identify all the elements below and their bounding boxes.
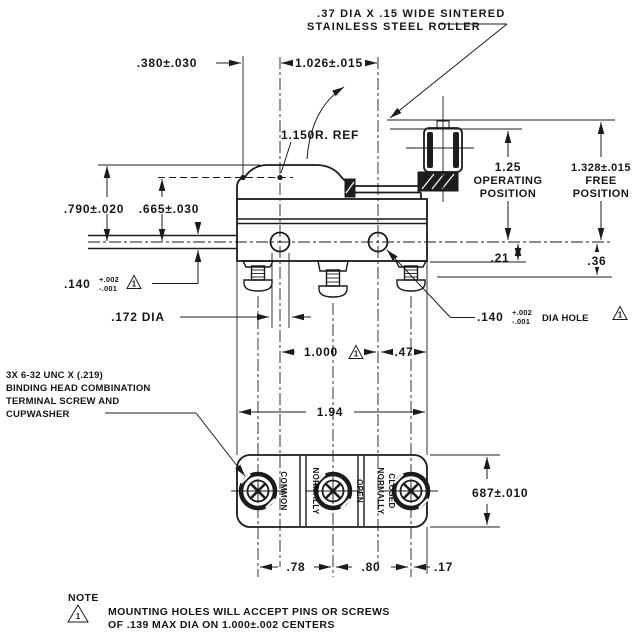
dim-pivot-span: 1.026±.015: [295, 56, 363, 70]
dim-pin-dia: .140: [64, 277, 91, 291]
terminal-label-common: COMMON: [279, 471, 288, 510]
roller: [406, 96, 474, 202]
roller-callout-line1: .37 DIA X .15 WIDE SINTERED: [317, 8, 505, 20]
dim-term-span-2: .80: [361, 560, 380, 574]
dim-offset-21: .21: [490, 251, 509, 265]
dim-operating-line1: OPERATING: [473, 175, 542, 187]
terminal-common: [231, 471, 285, 511]
dim-height-outer: .790±.020: [64, 202, 125, 216]
dim-hole-dia: .140: [477, 310, 504, 324]
terminal-label-normally: NORMALLY: [311, 468, 320, 515]
dim-hole-tol-minus: -.001: [512, 317, 530, 326]
roller-callout-line2: STAINLESS STEEL ROLLER: [307, 21, 481, 33]
screw-callout-line3: TERMINAL SCREW AND: [6, 396, 119, 407]
dim-edge-47: .47: [394, 345, 413, 359]
pin-note-flag: 1: [132, 280, 137, 289]
dim-pin-tol-plus: +.002: [99, 275, 119, 284]
dim-width-total: 1.94: [317, 405, 344, 419]
mounting-hole-left: [269, 231, 291, 253]
extension-and-center-lines: [88, 56, 615, 577]
dim-boss-dia: .172 DIA: [111, 310, 165, 324]
lever-cover-profile: [236, 164, 357, 199]
dim-free-line2: POSITION: [573, 188, 630, 200]
terminal-label-normally2: NORMALLY: [376, 468, 385, 515]
span-note-flag: 1: [354, 350, 359, 359]
note-line1: MOUNTING HOLES WILL ACCEPT PINS OR SCREW…: [108, 606, 390, 618]
dim-block-height: 687±.010: [472, 486, 528, 500]
dim-hole-tol-plus: +.002: [512, 308, 532, 317]
terminal-label-open: OPEN: [355, 479, 364, 503]
dim-free-line1: FREE: [585, 175, 616, 187]
screw-callout-line1: 3X 6-32 UNC X (.219): [6, 370, 103, 381]
span-note-flag-triangle: [348, 344, 364, 359]
dim-operating-line2: POSITION: [480, 188, 537, 200]
note-flag-triangle: [67, 604, 89, 623]
pin-note-flag-triangle: [126, 274, 142, 289]
switch-body-side-view: [236, 96, 474, 262]
dimension-lines: [103, 23, 614, 571]
mounting-hole-right: [367, 231, 389, 253]
dim-hole-suffix: DIA HOLE: [542, 313, 589, 324]
note-flag: 1: [76, 612, 81, 621]
terminal-normally-open: [306, 471, 360, 511]
dim-lever-offset: .380±.030: [137, 56, 198, 70]
dim-term-edge: .17: [434, 560, 453, 574]
case-outline: [236, 198, 428, 262]
screw-callout-line2: BINDING HEAD COMBINATION: [6, 383, 150, 394]
terminal-screws-side: [241, 260, 428, 298]
note-line2: OF .139 MAX DIA ON 1.000±.002 CENTERS: [108, 619, 335, 631]
terminal-normally-closed: [384, 471, 438, 511]
dim-offset-36: .36: [587, 254, 606, 268]
dim-height-inner: .665±.030: [139, 202, 200, 216]
dim-term-span-1: .78: [286, 560, 305, 574]
note-title: NOTE: [68, 592, 99, 604]
dim-pin-tol-minus: -.001: [99, 284, 117, 293]
hole-note-flag-triangle: [612, 305, 628, 320]
pivot-dot-right: [277, 174, 283, 181]
terminal-label-closed: CLOSED: [387, 473, 396, 508]
drawing-texts: .37 DIA X .15 WIDE SINTERED STAINLESS ST…: [6, 8, 631, 631]
hole-note-flag: 1: [618, 311, 623, 320]
dim-operating-value: 1.25: [495, 160, 522, 174]
screw-callout-line4: CUPWASHER: [6, 409, 70, 420]
terminal-block-bottom-view: COMMON NORMALLY OPEN NORMALLY CLOSED: [231, 454, 438, 528]
dim-lever-radius: 1.150R. REF: [281, 128, 359, 142]
pivot-dot-left: [240, 174, 246, 181]
dim-hole-span: 1.000: [304, 345, 338, 359]
dim-free-value: 1.328±.015: [571, 162, 631, 174]
